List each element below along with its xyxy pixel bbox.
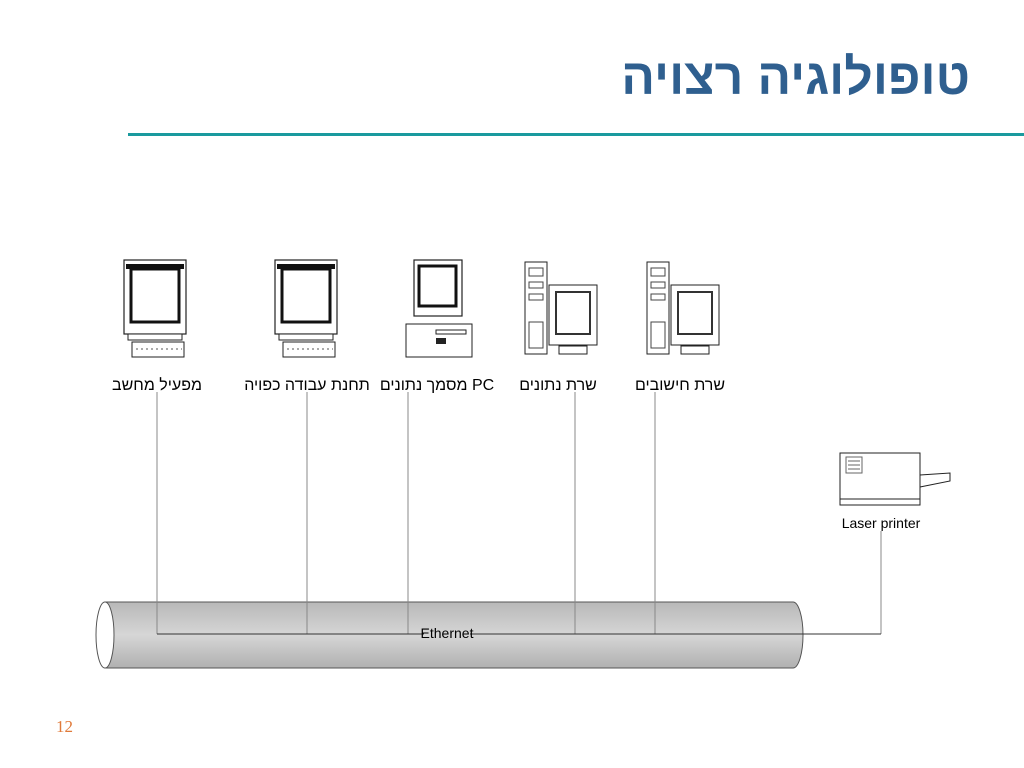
terminal-icon: [123, 259, 187, 358]
server-icon: [524, 261, 598, 355]
ethernet-label: Ethernet: [421, 625, 474, 641]
page-title: טופולוגיה רצויה: [621, 49, 970, 105]
title-divider: [128, 133, 1024, 136]
ethernet-cable: [95, 601, 804, 669]
node-label: שרת חישובים: [635, 377, 725, 394]
desktop-pc-icon: [405, 259, 473, 358]
node-label: Laser printer: [842, 515, 921, 531]
server-icon: [646, 261, 720, 355]
terminal-icon: [274, 259, 338, 358]
node-label: מפעיל מחשב: [112, 376, 202, 394]
drop-lines: [156, 392, 882, 634]
node-label: מסמך נתונים PC: [380, 377, 494, 394]
node-label: שרת נתונים: [519, 377, 597, 394]
node-label: תחנת עבודה כפויה: [244, 377, 370, 394]
laser-printer-icon: [839, 452, 951, 506]
page-number: 12: [56, 717, 73, 736]
